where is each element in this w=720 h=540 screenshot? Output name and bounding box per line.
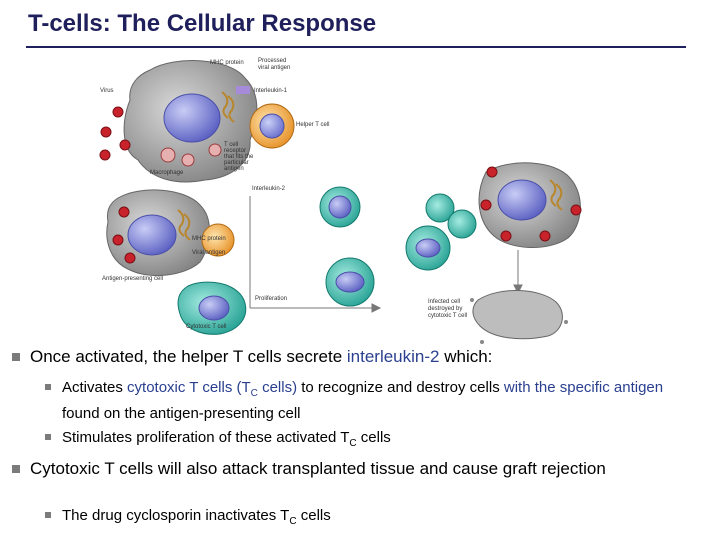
- label-virus: Virus: [100, 88, 114, 94]
- bullet-1: Once activated, the helper T cells secre…: [12, 346, 690, 368]
- interleukin-1-signal: [236, 86, 250, 94]
- bullet-1-2: Stimulates proliferation of these activa…: [45, 428, 692, 454]
- bullet-2-1: The drug cyclosporin inactivates TC cell…: [45, 506, 692, 532]
- infected-cell: [478, 162, 581, 248]
- slide-title: T-cells: The Cellular Response: [28, 10, 377, 37]
- bullet-marker: [45, 434, 51, 440]
- virus-particles-top: [99, 106, 131, 161]
- label-mhc-protein-bottom: MHC protein: [192, 236, 226, 242]
- bullet-1-1: Activates cytotoxic T cells (TC cells) t…: [45, 378, 692, 424]
- label-tcr-5: antigen: [224, 166, 244, 172]
- macrophage-cell: [123, 60, 258, 183]
- destroy-arrow: [513, 250, 523, 295]
- virus-particles-apc: [112, 206, 136, 264]
- bullet-marker: [12, 353, 20, 361]
- label-mhc-protein-top: MHC protein: [210, 60, 244, 66]
- activated-helper-t-cell: [201, 223, 235, 257]
- label-antigen-presenting-cell: Antigen-presenting cell: [102, 276, 163, 282]
- virus-particles-infected: [480, 166, 582, 242]
- label-helper-t-cell: Helper T cell: [296, 122, 329, 128]
- label-cytotoxic-t-cell: Cytotoxic T cell: [186, 324, 226, 330]
- label-infected-2: destroyed by: [428, 306, 462, 312]
- label-tcr-1: T cell: [224, 142, 238, 148]
- bullet-marker: [12, 465, 20, 473]
- proliferating-cytotoxic-cells: [319, 186, 477, 307]
- label-tcr-4: particular: [224, 160, 249, 166]
- bullet-2: Cytotoxic T cells will also attack trans…: [12, 458, 690, 480]
- label-infected-1: Infected cell: [428, 299, 460, 305]
- bullet-marker: [45, 512, 51, 518]
- label-proliferation: Proliferation: [255, 296, 287, 302]
- label-processed-1: Processed: [258, 58, 286, 64]
- label-interleukin-2: Interleukin-2: [252, 186, 286, 192]
- label-macrophage: Macrophage: [150, 170, 184, 176]
- destroyed-infected-cell: [470, 290, 568, 344]
- label-tcr-2: receptor: [224, 148, 246, 154]
- label-infected-3: cytotoxic T cell: [428, 313, 467, 319]
- label-tcr-3: that fits the: [224, 154, 254, 160]
- proliferation-arrow: [249, 196, 382, 313]
- cytotoxic-t-cell: [177, 281, 247, 335]
- helper-t-cell: [249, 103, 295, 149]
- bullet-marker: [45, 384, 51, 390]
- label-interleukin-1: Interleukin-1: [254, 88, 288, 94]
- label-processed-2: viral antigen: [258, 65, 290, 71]
- antigen-presenting-cell: [106, 189, 210, 276]
- label-viral-antigen: Viral antigen: [192, 250, 225, 256]
- title-underline: [26, 46, 686, 48]
- diagram-labels: Virus MHC protein Processed viral antige…: [100, 58, 467, 330]
